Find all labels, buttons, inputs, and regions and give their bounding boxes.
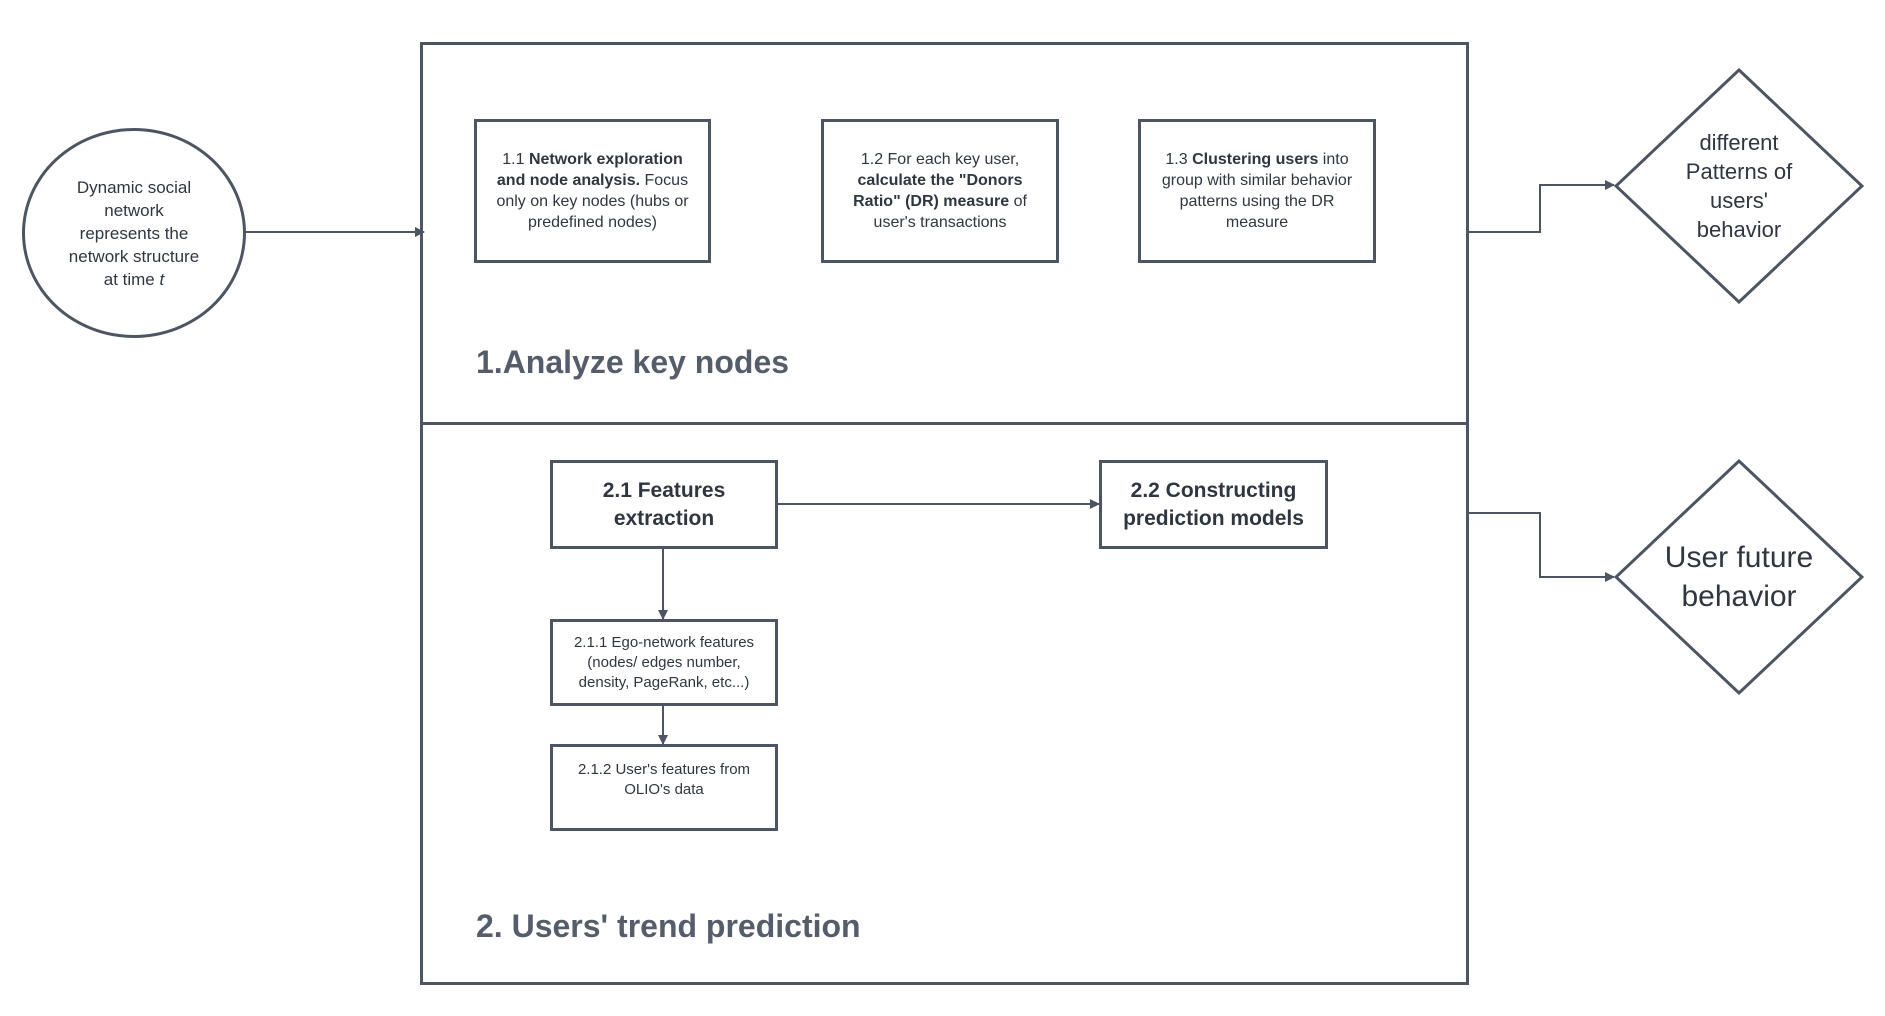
input-line-3: represents the	[79, 223, 189, 243]
box-2-1: 2.1 Features extraction	[550, 460, 778, 549]
section1-title: 1.Analyze key nodes	[476, 344, 790, 380]
input-line-1: Dynamic social	[76, 177, 192, 197]
box-2-1-text: 2.1 Features extraction	[602, 478, 726, 530]
box-1-2: 1.2 For each key user, calculate the "Do…	[821, 119, 1059, 263]
diamond-2-shape	[1614, 459, 1864, 695]
box-1-1-rest: Focus only on key nodes (hubs or predefi…	[496, 172, 689, 231]
input-line-2: network	[104, 200, 164, 220]
output-1-text: different Patterns of users' behavior	[1685, 130, 1793, 242]
box-1-2-rest: of user's transactions	[873, 193, 1027, 231]
box-1-1-bold: Network exploration and node analysis.	[496, 151, 683, 189]
box-2-1-1: 2.1.1 Ego-network features (nodes/ edges…	[550, 619, 778, 706]
box-1-1: 1.1 Network exploration and node analysi…	[474, 119, 711, 263]
box-1-3-num: 1.3	[1165, 151, 1193, 168]
box-2-1-2-text: 2.1.2 User's features from OLIO's data	[577, 761, 751, 798]
section2-panel	[420, 422, 1469, 985]
output-2-text: User future behavior	[1664, 541, 1814, 613]
box-2-2-text: 2.2 Constructing prediction models	[1123, 478, 1304, 530]
output-diamond-1: different Patterns of users' behavior	[1614, 68, 1864, 304]
input-line-5: at time	[103, 269, 160, 289]
input-node-text: Dynamic social network represents the ne…	[54, 176, 214, 291]
box-2-1-1-text: 2.1.1 Ego-network features (nodes/ edges…	[573, 633, 755, 691]
box-2-2: 2.2 Constructing prediction models	[1099, 460, 1328, 549]
output-diamond-2: User future behavior	[1614, 459, 1864, 695]
box-1-1-num: 1.1	[502, 151, 529, 168]
box-1-2-bold: calculate the "Donors Ratio" (DR) measur…	[853, 172, 1023, 210]
diamond-1-shape	[1614, 68, 1864, 304]
box-1-3-rest: into group with similar behavior pattern…	[1161, 151, 1353, 231]
input-time-variable: t	[159, 269, 165, 289]
arrow-section2-to-output2	[1468, 512, 1615, 582]
box-2-1-2: 2.1.2 User's features from OLIO's data	[550, 744, 778, 831]
section2-title: 2. Users' trend prediction	[476, 908, 861, 944]
arrow-section1-to-output1	[1468, 180, 1615, 233]
box-1-3: 1.3 Clustering users into group with sim…	[1138, 119, 1376, 263]
input-node-circle: Dynamic social network represents the ne…	[22, 128, 246, 338]
box-1-3-bold: Clustering users	[1192, 151, 1319, 168]
box-1-2-pre: 1.2 For each key user,	[860, 151, 1020, 168]
input-line-4: network structure	[68, 246, 200, 266]
